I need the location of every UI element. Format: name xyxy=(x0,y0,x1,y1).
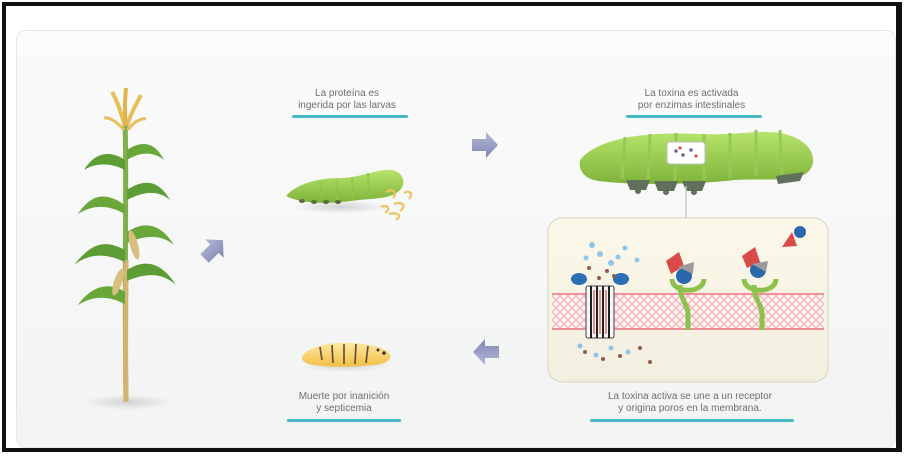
step-label-death: Muerte por inanición y septicemia xyxy=(298,391,390,414)
step-label-bind: La toxina activa se une a un receptor y … xyxy=(608,391,772,414)
toxin-receptor-icon-1 xyxy=(666,252,707,330)
step-underline-activate xyxy=(626,115,762,118)
free-toxin-icon xyxy=(782,226,806,247)
step-underline-death xyxy=(287,419,401,422)
cycle-arrows xyxy=(200,132,499,365)
arrow-left-icon xyxy=(473,339,499,365)
membrane-pore-icon xyxy=(571,273,629,339)
toxin-detail-window xyxy=(666,141,706,165)
arrow-right-icon xyxy=(472,132,498,158)
arrow-up-right-icon xyxy=(200,239,224,263)
dead-larva-illustration xyxy=(301,342,391,372)
step-label-activate: La toxina es activada por enzimas intest… xyxy=(637,88,746,111)
caterpillar-toxin-activated-illustration xyxy=(579,129,814,220)
step-underline-bind xyxy=(590,419,794,422)
ion-particles xyxy=(577,242,652,364)
step-label-ingest: La proteína es ingerida por las larvas xyxy=(298,88,396,111)
corn-plant-illustration xyxy=(74,87,176,410)
larva-eating-protein-illustration xyxy=(286,169,413,221)
plant-shadow xyxy=(84,394,172,410)
toxin-receptor-icon-2 xyxy=(741,247,779,330)
membrane-receptor-panel xyxy=(547,217,829,383)
step-underline-ingest xyxy=(292,115,408,118)
